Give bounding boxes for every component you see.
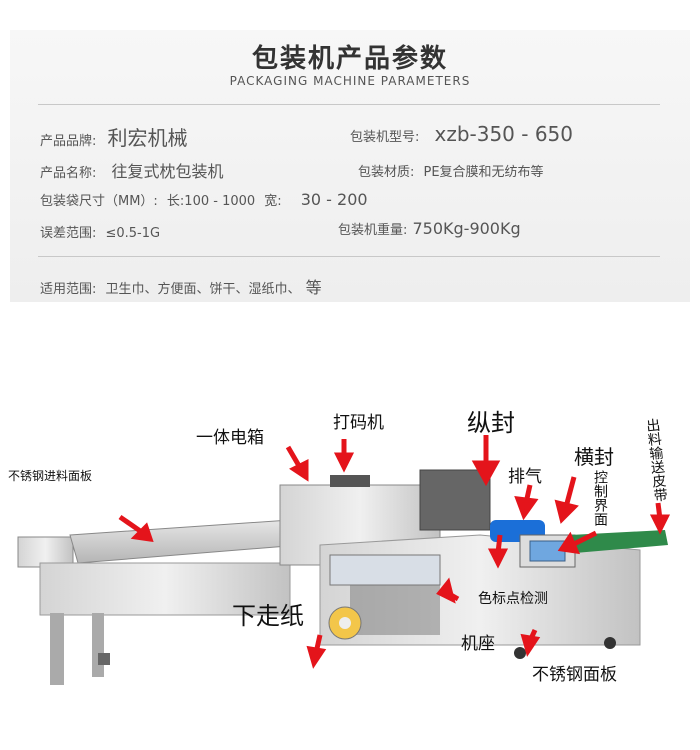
material-label: 包装材质:	[358, 165, 415, 180]
infeed-conveyor	[17, 519, 301, 685]
long-seal-unit	[419, 469, 491, 531]
divider	[38, 104, 660, 105]
error-label: 误差范围:	[40, 226, 97, 241]
bag-size-row: 包装袋尺寸（MM）: 长:100 - 1000 宽: 30 - 200	[40, 190, 368, 209]
bag-size-length: 长:100 - 1000	[166, 194, 256, 209]
weight-row: 包装机重量: 750Kg-900Kg	[338, 219, 521, 238]
name-value: 往复式枕包装机	[111, 162, 224, 181]
callout-base: 机座	[461, 634, 495, 654]
error-value: ≤0.5-1G	[105, 226, 161, 241]
callout-electric-box: 一体电箱	[196, 428, 264, 448]
callout-control-panel: 控制界面	[592, 470, 608, 526]
weight-label: 包装机重量:	[338, 223, 408, 238]
spec-card: 包装机产品参数 PACKAGING MACHINE PARAMETERS 产品品…	[10, 30, 690, 302]
scope-row: 适用范围: 卫生巾、方便面、饼干、湿纸巾、 等	[40, 274, 322, 298]
callout-color-mark: 色标点检测	[478, 591, 548, 607]
divider	[38, 256, 660, 257]
callout-cross-seal: 横封	[574, 445, 614, 469]
callout-exhaust: 排气	[508, 467, 542, 487]
callout-steel-panel: 不锈钢面板	[532, 665, 617, 685]
model-label: 包装机型号:	[350, 130, 420, 145]
scope-label: 适用范围:	[40, 282, 97, 297]
color-mark-sensor	[329, 554, 441, 586]
bag-size-width-value: 30 - 200	[300, 190, 368, 209]
bag-size-width-label: 宽:	[264, 194, 282, 209]
weight-value: 750Kg-900Kg	[412, 219, 521, 238]
machine-illustration	[17, 435, 671, 685]
scope-etc: 等	[305, 278, 322, 297]
leg	[92, 613, 104, 677]
callout-film-feed: 下走纸	[232, 602, 304, 630]
coder-unit	[330, 475, 370, 487]
callout-coder: 打码机	[333, 413, 384, 433]
name-row: 产品名称: 往复式枕包装机	[40, 158, 224, 182]
scope-items: 卫生巾、方便面、饼干、湿纸巾、	[105, 282, 301, 297]
leg	[50, 613, 64, 685]
brand-row: 产品品牌: 利宏机械	[40, 122, 187, 151]
spec-subtitle: PACKAGING MACHINE PARAMETERS	[229, 74, 471, 88]
model-value: xzb-350 - 650	[434, 122, 574, 146]
error-row: 误差范围: ≤0.5-1G	[40, 222, 160, 241]
name-label: 产品名称:	[40, 166, 97, 181]
callout-long-seal: 纵封	[467, 409, 515, 437]
callout-feed-panel: 不锈钢进料面板	[8, 469, 93, 483]
material-row: 包装材质: PE复合膜和无纺布等	[358, 161, 544, 180]
brand-label: 产品品牌:	[40, 134, 97, 149]
brand-value: 利宏机械	[107, 126, 188, 150]
material-value: PE复合膜和无纺布等	[423, 165, 544, 180]
spec-title: 包装机产品参数	[251, 44, 448, 74]
bag-size-label: 包装袋尺寸（MM）:	[40, 194, 158, 209]
model-row: 包装机型号: xzb-350 - 650	[350, 122, 573, 146]
callout-arrows	[118, 435, 671, 669]
